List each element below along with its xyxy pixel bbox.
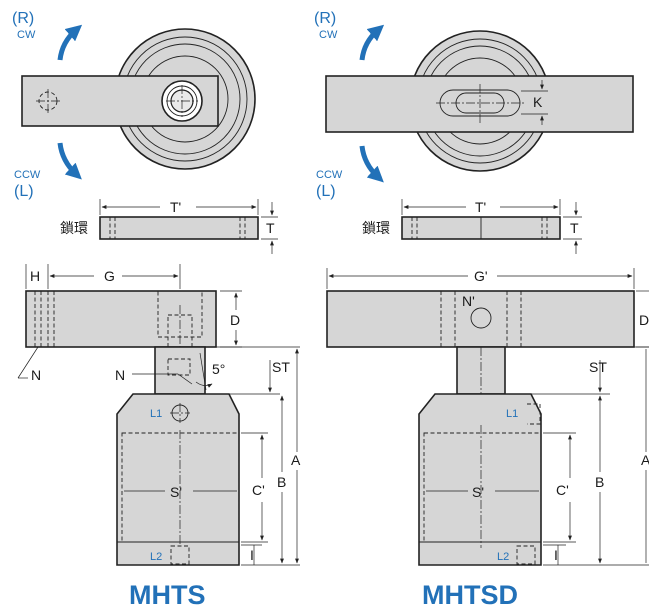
port-l2-label: L2 xyxy=(497,551,509,563)
lock-ring-label: 鎖環 xyxy=(60,220,88,236)
dim-n-outer: N xyxy=(31,367,41,383)
side-arm xyxy=(25,290,217,348)
rotation-cw-label: CW xyxy=(319,29,338,41)
dim-i: I xyxy=(250,547,254,563)
rotation-l-label: (L) xyxy=(316,183,336,200)
dim-c-prime: C' xyxy=(556,482,569,498)
dim-g-prime: G' xyxy=(474,268,488,284)
dim-d: D xyxy=(639,312,649,328)
dim-t: T xyxy=(266,220,275,236)
dim-t-prime: T' xyxy=(170,199,181,215)
dim-n-prime: N' xyxy=(462,293,475,309)
dim-b: B xyxy=(595,474,604,490)
ccw-rotation: CCW (L) xyxy=(316,145,384,200)
rotation-r-label: (R) xyxy=(12,10,34,27)
rotation-ccw-label: CCW xyxy=(316,169,343,181)
mhtsd-view: K (R) CW CCW (L) 鎖環 T' xyxy=(314,10,649,610)
dim-c-prime: C' xyxy=(252,482,265,498)
lock-ring xyxy=(99,216,259,240)
port-l1 xyxy=(527,403,541,425)
mhts-side-view: H G D N xyxy=(17,264,301,566)
dim-angle: 5° xyxy=(212,361,225,377)
mhts-lock-ring: 鎖環 T' T xyxy=(60,199,278,254)
dim-s-prime: S' xyxy=(472,484,484,500)
dim-d: D xyxy=(230,312,240,328)
port-l2 xyxy=(170,545,190,565)
dim-st: ST xyxy=(589,359,607,375)
port-l1-label: L1 xyxy=(150,408,162,420)
mhts-top-view: (R) CW CCW (L) xyxy=(12,10,256,200)
rotation-cw-label: CW xyxy=(17,29,36,41)
lock-ring-label: 鎖環 xyxy=(362,220,390,236)
dim-st: ST xyxy=(272,359,290,375)
piston-rod xyxy=(154,346,206,395)
port-l2-label: L2 xyxy=(150,551,162,563)
dim-n-inner: N xyxy=(115,367,125,383)
dim-h: H xyxy=(30,268,40,284)
model-title: MHTSD xyxy=(422,580,518,610)
arm-pin-hole xyxy=(470,307,492,329)
dim-g: G xyxy=(104,268,115,284)
rotation-l-label: (L) xyxy=(14,183,34,200)
dim-t: T xyxy=(570,220,579,236)
ccw-rotation: CCW (L) xyxy=(14,142,82,200)
curved-arrow-icon xyxy=(57,142,82,180)
port-l1-label: L1 xyxy=(506,408,518,420)
cylinder-body xyxy=(116,393,240,566)
dim-i: I xyxy=(554,547,558,563)
dim-b: B xyxy=(277,474,286,490)
cw-rotation: (R) CW xyxy=(12,10,83,61)
dim-a: A xyxy=(291,452,301,468)
clamp-arm xyxy=(325,75,634,133)
rotation-r-label: (R) xyxy=(314,10,336,27)
curved-arrow-icon xyxy=(359,145,384,183)
model-title: MHTS xyxy=(129,580,206,610)
dim-k: K xyxy=(533,94,543,110)
port-l2 xyxy=(516,545,536,565)
mhts-view: (R) CW CCW (L) 鎖環 T' xyxy=(12,10,301,610)
dim-t-prime: T' xyxy=(475,199,486,215)
dim-s-prime: S' xyxy=(170,484,182,500)
curved-arrow-icon xyxy=(359,24,385,61)
mhtsd-side-view: G' N' D L1 L2 xyxy=(326,268,649,566)
rotation-ccw-label: CCW xyxy=(14,169,41,181)
dim-a: A xyxy=(641,452,649,468)
curved-arrow-icon xyxy=(57,24,83,61)
cw-rotation: (R) CW xyxy=(314,10,385,61)
mhtsd-top-view: K (R) CW CCW (L) xyxy=(314,10,634,200)
mhtsd-lock-ring: 鎖環 T' T xyxy=(362,199,582,254)
side-arm xyxy=(326,290,635,348)
cylinder-body xyxy=(418,393,542,566)
